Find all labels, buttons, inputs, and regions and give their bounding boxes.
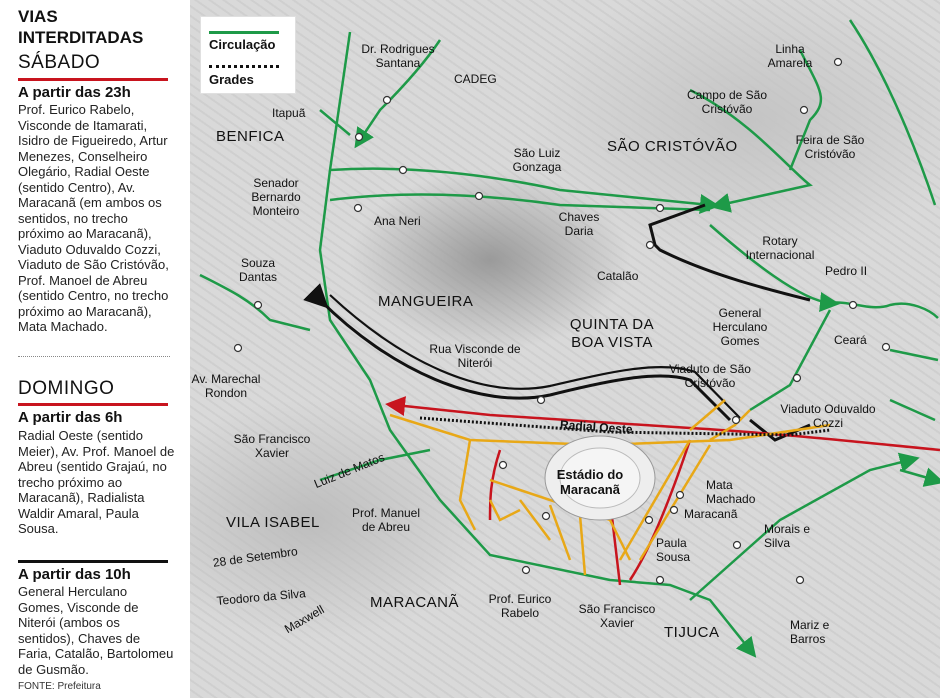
neighborhood-maracana: MARACANÃ xyxy=(370,594,460,611)
label-rotary: Rotary Internacional xyxy=(745,234,815,262)
label-rua-visconde: Rua Visconde de Niterói xyxy=(429,342,521,370)
label-mariz: Mariz e Barros xyxy=(790,618,830,646)
label-mata-machado: Mata Machado xyxy=(706,478,756,506)
separator xyxy=(18,356,170,357)
legend-circulation-swatch xyxy=(209,31,279,34)
saturday-body: Prof. Eurico Rabelo, Visconde de Itamara… xyxy=(18,102,169,334)
label-souza-dantas: Souza Dantas xyxy=(238,256,278,284)
label-ana-neri: Ana Neri xyxy=(374,214,421,228)
sunday-label: DOMINGO xyxy=(18,378,115,399)
route-overlay xyxy=(199,19,940,658)
neighborhood-vila-isabel: VILA ISABEL xyxy=(226,514,320,531)
neighborhood-mangueira: MANGUEIRA xyxy=(378,293,474,310)
barrier-routes xyxy=(303,203,811,442)
sunday-rule xyxy=(18,403,168,406)
sunday-heading-6h: A partir das 6h xyxy=(18,409,123,426)
sunday-rule-10h xyxy=(18,560,168,563)
label-senador: Senador Bernardo Monteiro xyxy=(251,176,301,218)
label-general-herculano: General Herculano Gomes xyxy=(712,306,768,348)
label-morais-silva: Morais e Silva xyxy=(764,522,811,550)
sunday-heading-10h: A partir das 10h xyxy=(18,566,131,583)
label-ceara: Ceará xyxy=(834,333,867,347)
info-panel: VIAS INTERDITADAS SÁBADO A partir das 23… xyxy=(0,0,190,698)
label-prof-eurico: Prof. Eurico Rabelo xyxy=(488,592,552,620)
legend-circulation: Circulação xyxy=(209,37,276,52)
neighborhood-quinta: QUINTA DA BOA VISTA xyxy=(569,316,655,351)
label-viaduto-sc: Viaduto de São Cristóvão xyxy=(669,362,751,390)
legend-barriers-swatch xyxy=(209,65,279,68)
label-itapua: Itapuã xyxy=(272,106,306,120)
label-av-marechal: Av. Marechal Rondon xyxy=(191,372,261,400)
label-cadeg: CADEG xyxy=(454,72,497,86)
label-viaduto-oc: Viaduto Oduvaldo Cozzi xyxy=(780,402,876,430)
label-catalao: Catalão xyxy=(597,269,639,283)
sunday-body-6h: Radial Oeste (sentido Meier), Av. Prof. … xyxy=(18,428,175,536)
label-sao-luiz: São Luiz Gonzaga xyxy=(512,146,562,174)
stadium-field xyxy=(559,447,641,509)
map-area: BENFICA SÃO CRISTÓVÃO MANGUEIRA QUINTA D… xyxy=(190,0,940,698)
label-campo-sc: Campo de São Cristóvão xyxy=(686,88,768,116)
sunday-body-10h: General Herculano Gomes, Visconde de Nit… xyxy=(18,584,174,677)
source-credit: FONTE: Prefeitura xyxy=(18,681,101,692)
neighborhood-sao-cristovao: SÃO CRISTÓVÃO xyxy=(607,138,738,155)
saturday-rule xyxy=(18,78,168,81)
label-linha-amarela: Linha Amarela xyxy=(767,42,813,70)
callout-dots xyxy=(233,57,891,585)
legend-barriers: Grades xyxy=(209,72,254,87)
saturday-heading: A partir das 23h xyxy=(18,84,131,101)
label-feira-sc: Feira de São Cristóvão xyxy=(795,133,865,161)
label-dr-rodrigues: Dr. Rodrigues Santana xyxy=(361,42,435,70)
label-pedro-ii: Pedro II xyxy=(825,264,868,278)
saturday-label: SÁBADO xyxy=(18,52,101,73)
label-prof-manuel: Prof. Manuel de Abreu xyxy=(351,506,421,534)
neighborhood-tijuca: TIJUCA xyxy=(664,624,720,641)
label-paula-sousa: Paula Sousa xyxy=(656,536,691,564)
rail-line xyxy=(419,416,831,437)
stadium-label: Estádio do Maracanã xyxy=(556,467,624,497)
label-maracana-street: Maracanã xyxy=(684,507,738,521)
panel-title: VIAS INTERDITADAS xyxy=(18,7,144,47)
circulation-routes xyxy=(199,19,940,658)
label-chaves-daria: Chaves Daria xyxy=(558,210,600,238)
label-sfx-west: São Francisco Xavier xyxy=(233,432,311,460)
legend: Circulação Grades xyxy=(200,16,296,94)
neighborhood-benfica: BENFICA xyxy=(216,128,285,145)
label-sfx-south: São Francisco Xavier xyxy=(578,602,656,630)
